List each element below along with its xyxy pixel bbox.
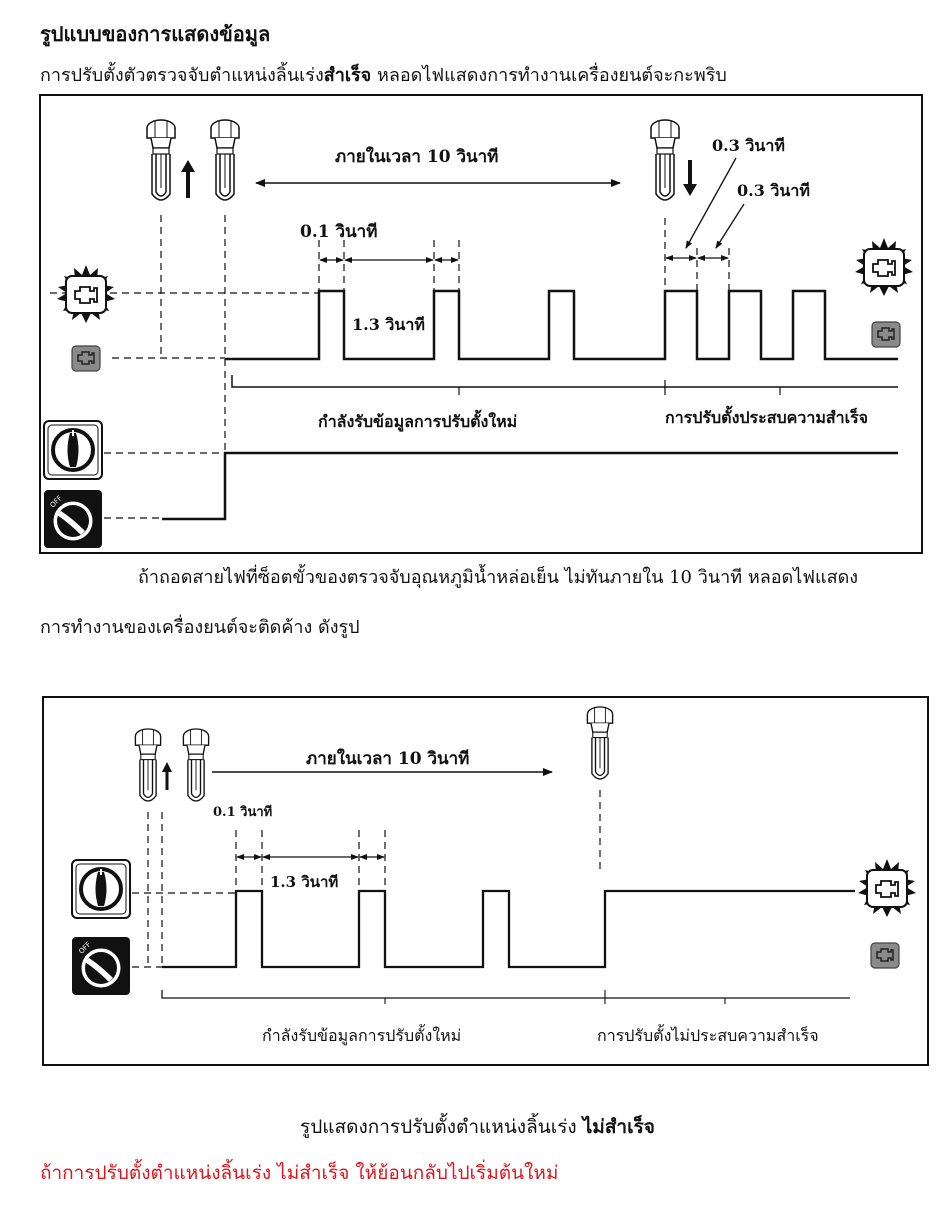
- bracket-line: [231, 375, 898, 388]
- paragraph-2: การทำงานของเครื่องยนต์จะติดค้าง ดังรูป: [40, 617, 360, 638]
- lamp-waveform: [225, 289, 898, 361]
- bracket-line: [161, 990, 850, 999]
- caption-bold: ไม่สำเร็จ: [582, 1116, 655, 1138]
- t-1-3-label: 1.3 วินาที: [270, 873, 338, 891]
- section-heading: รูปแบบของการแสดงข้อมูล: [40, 22, 271, 46]
- intro-text: การปรับตั้งตัวตรวจจับตำแหน่งลิ้นเร่งสำเร…: [40, 60, 727, 89]
- throttle-sensor-icon: [146, 119, 176, 201]
- throttle-sensor-icon: [134, 728, 162, 802]
- t-0-1-label: 0.1 วินาที: [300, 221, 377, 242]
- caption-pre: รูปแสดงการปรับตั้งตำแหน่งลิ้นเร่ง: [300, 1116, 583, 1138]
- receiving-label: กำลังรับข้อมูลการปรับตั้งใหม่: [262, 1024, 461, 1046]
- intro-post: หลอดไฟแสดงการทำงานเครื่องยนต์จะกะพริบ: [371, 65, 727, 86]
- throttle-sensor-icon: [586, 706, 614, 780]
- diagram1-frame: [39, 94, 923, 554]
- fail-label: การปรับตั้งไม่ประสบความสำเร็จ: [597, 1024, 819, 1045]
- diagram2-frame: [42, 696, 929, 1066]
- throttle-sensor-icon: [210, 119, 240, 201]
- throttle-sensor-icon: [182, 728, 210, 802]
- receiving-label: กำลังรับข้อมูลการปรับตั้งใหม่: [318, 409, 517, 433]
- stuck-waveform: [162, 889, 855, 969]
- success-label: การปรับตั้งประสบความสำเร็จ: [665, 405, 868, 427]
- paragraph-1: ถ้าถอดสายไฟที่ซ็อตขั้วของตรวจจับอุณหภูมิ…: [138, 567, 859, 588]
- t-0-3-label-b: 0.3 วินาที: [737, 181, 810, 200]
- ignition-switch-on-icon: [70, 858, 132, 920]
- within-10s-label: ภายในเวลา 10 วินาที: [306, 748, 469, 769]
- check-engine-lamp-off-icon: [870, 942, 900, 969]
- t-0-3-label-a: 0.3 วินาที: [712, 136, 785, 155]
- check-engine-lamp-icon: [857, 858, 917, 918]
- check-engine-lamp-off-icon: [71, 345, 101, 372]
- t-0-1-label: 0.1 วินาที: [213, 804, 272, 820]
- throttle-sensor-icon: [650, 119, 680, 201]
- figure-caption: รูปแสดงการปรับตั้งตำแหน่งลิ้นเร่ง ไม่สำเ…: [300, 1112, 655, 1142]
- check-engine-lamp-icon: [56, 264, 116, 324]
- check-engine-lamp-icon: [854, 237, 914, 297]
- ignition-switch-on-icon: [42, 419, 104, 481]
- intro-bold: สำเร็จ: [323, 65, 372, 86]
- intro-pre: การปรับตั้งตัวตรวจจับตำแหน่งลิ้นเร่ง: [40, 65, 324, 86]
- ignition-waveform: [162, 451, 898, 521]
- check-engine-lamp-off-icon: [871, 321, 901, 348]
- t-1-3-label: 1.3 วินาที: [352, 315, 425, 334]
- warning-text: ถ้าการปรับตั้งตำแหน่งลิ้นเร่ง ไม่สำเร็จ …: [40, 1162, 559, 1184]
- within-10s-label: ภายในเวลา 10 วินาที: [335, 146, 498, 167]
